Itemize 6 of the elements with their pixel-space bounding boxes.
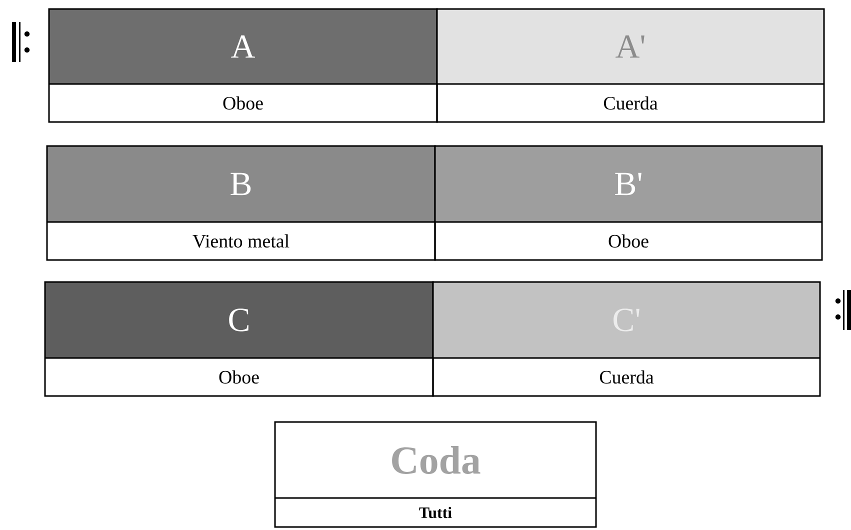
section-box: B Viento metal <box>46 145 436 261</box>
section-box: A Oboe <box>48 8 438 123</box>
section-box: A' Cuerda <box>436 8 825 123</box>
section-box: C Oboe <box>44 281 434 397</box>
section-box: B' Oboe <box>434 145 823 261</box>
section-box: Coda Tutti <box>274 421 597 528</box>
